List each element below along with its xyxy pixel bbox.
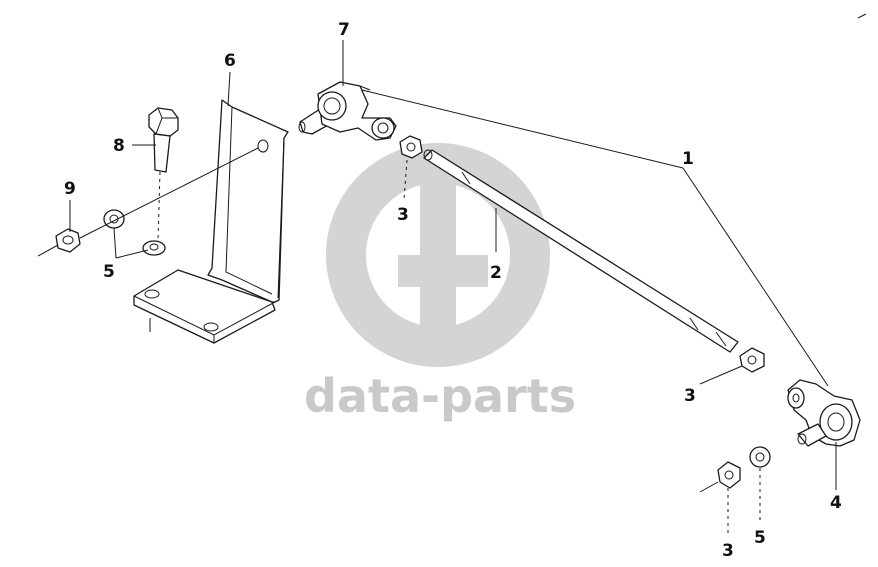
- callout-7: 7: [338, 20, 350, 40]
- nut-part-9: [37, 228, 81, 257]
- nut-part-3-mid: [739, 347, 765, 373]
- callout-8: 8: [113, 136, 125, 156]
- watermark-logo: [326, 143, 550, 367]
- callout-5-left: 5: [103, 262, 115, 282]
- callout-3-bottom: 3: [722, 541, 734, 561]
- ball-joint-part-7: [298, 81, 397, 141]
- watermark-text: data-parts: [304, 369, 576, 423]
- callout-4: 4: [830, 493, 842, 513]
- callout-1: 1: [682, 149, 694, 169]
- leader-lines: [69, 13, 867, 387]
- callout-3-mid: 3: [684, 386, 696, 406]
- callout-6: 6: [224, 51, 236, 71]
- ball-joint-part-4: [787, 379, 861, 490]
- nut-part-3-top: [399, 135, 423, 201]
- rod-part-2: [423, 149, 739, 353]
- nut-part-3-bottom: [699, 461, 741, 534]
- washer-part-5-bottom: [749, 446, 771, 524]
- callout-5-bottom: 5: [754, 528, 766, 548]
- bracket-part-6: [133, 99, 289, 344]
- bolt-part-8: [148, 107, 179, 241]
- callout-labels: 1 2 3 3 3 4 5 5 6 7 8 9: [64, 20, 842, 561]
- callout-2: 2: [490, 263, 502, 283]
- callout-3-top: 3: [397, 205, 409, 225]
- callout-9: 9: [64, 179, 76, 199]
- washer-part-5-left: [103, 209, 166, 256]
